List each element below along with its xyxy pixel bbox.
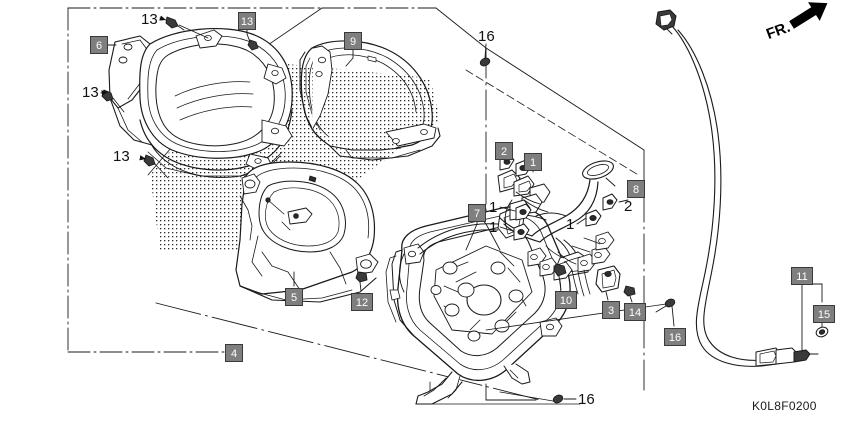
callout-5[interactable]: 5 (285, 288, 303, 306)
callout-2-a[interactable]: 2 (495, 142, 513, 160)
callout-1-d: 1 (566, 216, 575, 233)
callout-13-c: 13 (113, 148, 130, 165)
callout-1-b: 1 (489, 199, 498, 216)
callout-1-c: 1 (489, 219, 498, 236)
callout-11[interactable]: 11 (791, 267, 813, 285)
callout-13-b: 13 (82, 84, 99, 101)
callout-16-bottom: 16 (578, 391, 595, 408)
callout-16-right[interactable]: 16 (664, 328, 686, 346)
callout-7[interactable]: 7 (468, 204, 486, 222)
callout-13-a: 13 (141, 11, 158, 28)
callout-8[interactable]: 8 (627, 180, 645, 198)
callout-1-a[interactable]: 1 (524, 153, 542, 171)
callout-6[interactable]: 6 (90, 36, 108, 54)
callout-2-b: 2 (624, 198, 633, 215)
callout-12[interactable]: 12 (351, 293, 373, 311)
callout-10[interactable]: 10 (555, 291, 577, 309)
callout-15[interactable]: 15 (813, 305, 835, 323)
front-direction-arrow-glyph (789, 2, 828, 29)
callout-3[interactable]: 3 (602, 301, 620, 319)
callout-14[interactable]: 14 (624, 303, 646, 321)
callout-13-top[interactable]: 13 (238, 12, 256, 30)
callout-16-top: 16 (478, 28, 495, 45)
callout-9[interactable]: 9 (344, 32, 362, 50)
diagram-part-number: K0L8F0200 (752, 399, 817, 413)
callout-4[interactable]: 4 (225, 344, 243, 362)
